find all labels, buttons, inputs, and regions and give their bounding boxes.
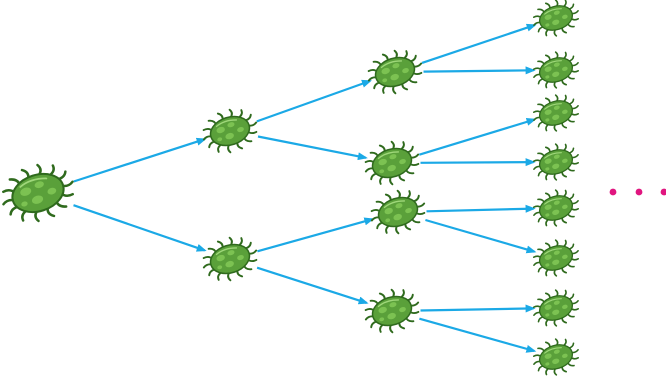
bacterium-icon <box>529 90 584 137</box>
ellipsis-icon <box>610 189 666 196</box>
bacterium-icon <box>198 103 263 159</box>
arrows-layer <box>74 25 535 351</box>
arrow-icon <box>421 162 534 163</box>
bacterium-icon <box>529 185 584 232</box>
bacterium-icon <box>366 184 431 240</box>
arrow-icon <box>74 139 205 181</box>
bacterium-icon <box>198 231 263 287</box>
arrow-icon <box>422 25 535 63</box>
bacterium-icon <box>529 139 584 186</box>
bacterium-icon <box>529 47 584 94</box>
bacterium-icon <box>0 156 81 229</box>
arrow-icon <box>257 268 367 303</box>
arrow-icon <box>425 220 534 252</box>
ellipsis-dot <box>661 189 666 196</box>
arrow-icon <box>257 219 372 251</box>
arrow-icon <box>419 319 534 351</box>
bacterium-icon <box>529 235 584 282</box>
arrow-icon <box>257 81 370 121</box>
bacterium-icon <box>360 283 425 339</box>
arrow-icon <box>258 137 366 158</box>
arrow-icon <box>424 70 534 71</box>
bacterium-icon <box>363 44 428 100</box>
bacterium-icon <box>529 285 584 332</box>
bacterium-icon <box>529 334 584 381</box>
arrow-icon <box>419 120 534 155</box>
arrow-icon <box>421 308 534 310</box>
arrow-icon <box>74 205 205 250</box>
bacteria-layer <box>0 0 583 380</box>
ellipsis-dot <box>610 189 617 196</box>
arrow-icon <box>427 209 534 212</box>
ellipsis-dot <box>636 189 643 196</box>
bacterium-icon <box>360 135 425 191</box>
bacterium-icon <box>529 0 584 41</box>
